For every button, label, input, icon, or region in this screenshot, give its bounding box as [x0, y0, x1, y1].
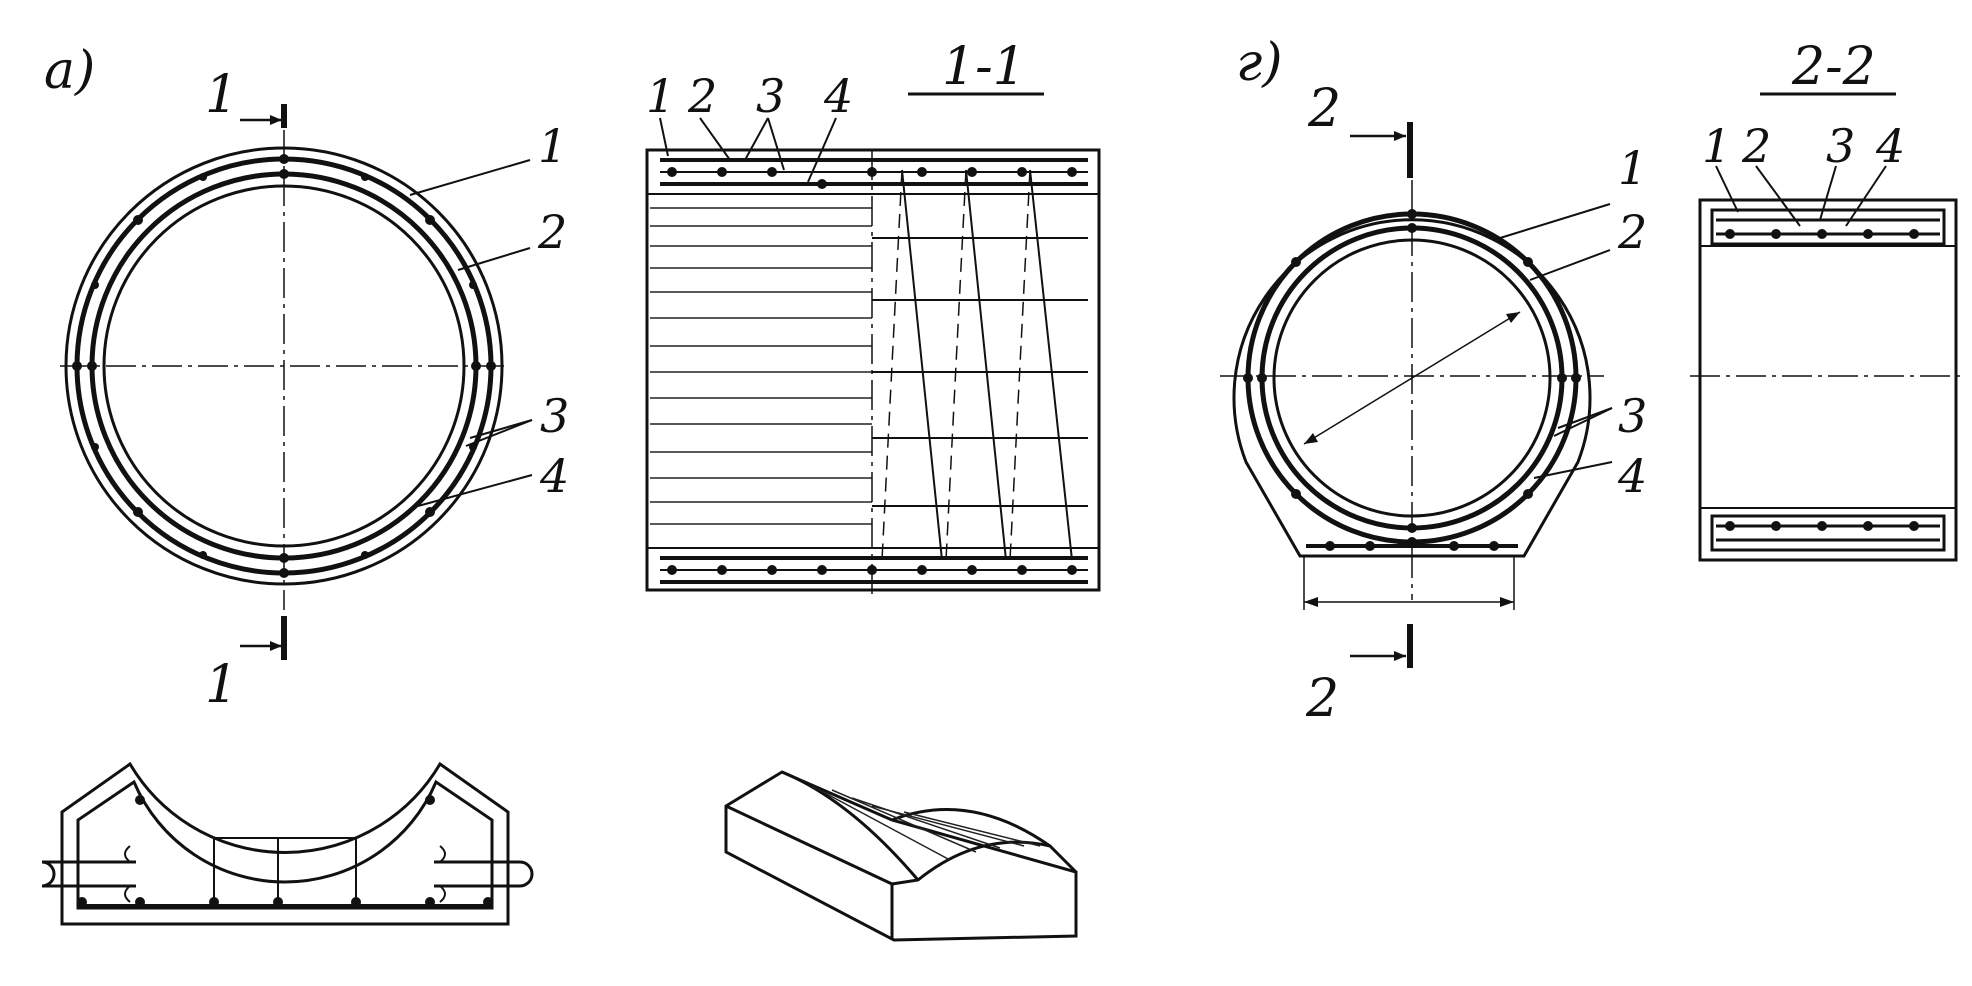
pipe-base-outer-profile: [1232, 218, 1592, 558]
diameter-arrowhead-1: [1304, 433, 1318, 444]
g-leader-4: [1533, 461, 1613, 479]
s11-callout-4: 4: [823, 69, 853, 123]
s11-callout-1: 1: [646, 69, 675, 123]
view-a-label: а): [44, 41, 95, 101]
s22-leader-4: [1845, 165, 1887, 227]
callout-3: 3: [540, 389, 569, 443]
iso-saddle-left-edge: [781, 770, 920, 881]
diameter-arrowhead-2: [1506, 312, 1520, 323]
section-1-1-outline: [645, 148, 1101, 592]
base-block-section: [41, 761, 534, 926]
section-2-2-outline: [1698, 198, 1958, 562]
inner-diameter-dimension: [1303, 311, 1521, 445]
callout-2: 2: [537, 205, 567, 259]
section-2-2-title: 2-2: [1791, 37, 1876, 97]
rebar-hooks: [124, 845, 446, 903]
cut-arrowhead-2-bottom: [1394, 651, 1406, 661]
cut-arrowhead-2-top: [1394, 131, 1406, 141]
view-a-pipe-cross-section: а) 1 1 1: [44, 41, 569, 715]
s11-inner-surface-hatching: [650, 207, 872, 525]
iso-saddle-hatching: [811, 785, 1041, 861]
g-callout-1: 1: [1618, 141, 1647, 195]
section-1-1: 1-1 1 2 3 4: [645, 37, 1101, 600]
base-block-rebar-dots: [77, 795, 493, 907]
section-1-1-title: 1-1: [942, 37, 1026, 97]
view-g-label: г): [1236, 33, 1283, 93]
s22-top-wall: [1710, 208, 1946, 246]
s11-callout-3: 3: [756, 69, 785, 123]
lifting-loop-right: [434, 860, 534, 888]
base-arrowhead-right: [1500, 597, 1514, 607]
view-g-pipe-with-base: г) 2 2: [1220, 33, 1647, 729]
s22-callout-4: 4: [1875, 119, 1905, 173]
base-block-inner-outline: [76, 779, 494, 910]
s22-leader-3: [1819, 165, 1837, 221]
s11-leader-3b: [767, 117, 785, 171]
leader-1: [409, 159, 531, 196]
base-block-outline: [60, 761, 510, 926]
ring-rebar-dots: [72, 154, 496, 578]
s22-callout-1: 1: [1702, 119, 1731, 173]
leader-4: [417, 474, 533, 507]
iso-saddle-front: [891, 840, 1078, 886]
s11-callout-2: 2: [687, 69, 717, 123]
s22-callout-3: 3: [1826, 119, 1855, 173]
callout-1: 1: [538, 119, 567, 173]
iso-block-outline: [724, 770, 1078, 942]
s22-bottom-wall: [1710, 514, 1946, 552]
lifting-loop-left: [41, 860, 136, 888]
cut-arrowhead-1-top: [270, 115, 282, 125]
g-callout-2: 2: [1617, 205, 1647, 259]
s22-rebar-dots: [1725, 229, 1919, 531]
cut-arrowhead-1-bottom: [270, 641, 282, 651]
s22-callout-2: 2: [1741, 119, 1771, 173]
g-leader-1: [1499, 203, 1611, 239]
s11-wall-rebar-dots: [667, 167, 1077, 575]
g-leader-3b: [1553, 407, 1613, 437]
s11-reinforcement-cage: [872, 169, 1088, 561]
s11-leader-2: [699, 117, 731, 161]
s11-leader-3a: [744, 117, 769, 161]
leader-2: [457, 247, 531, 271]
g-callout-4: 4: [1617, 449, 1647, 503]
g-callout-3: 3: [1618, 389, 1647, 443]
g-leader-2: [1529, 249, 1611, 281]
cut-mark-1-bottom: 1: [205, 655, 238, 715]
base-arrowhead-left: [1304, 597, 1318, 607]
s22-leader-1: [1715, 165, 1739, 213]
base-block-isometric: [724, 770, 1078, 942]
section-2-2: 2-2 1 2 3 4: [1690, 37, 1966, 562]
cut-mark-2-bottom: 2: [1305, 669, 1339, 729]
s22-leader-2: [1755, 165, 1801, 227]
callout-4: 4: [539, 449, 569, 503]
leader-3b: [465, 419, 533, 447]
cut-mark-1-top: 1: [205, 65, 238, 125]
cut-mark-2-top: 2: [1307, 79, 1341, 139]
